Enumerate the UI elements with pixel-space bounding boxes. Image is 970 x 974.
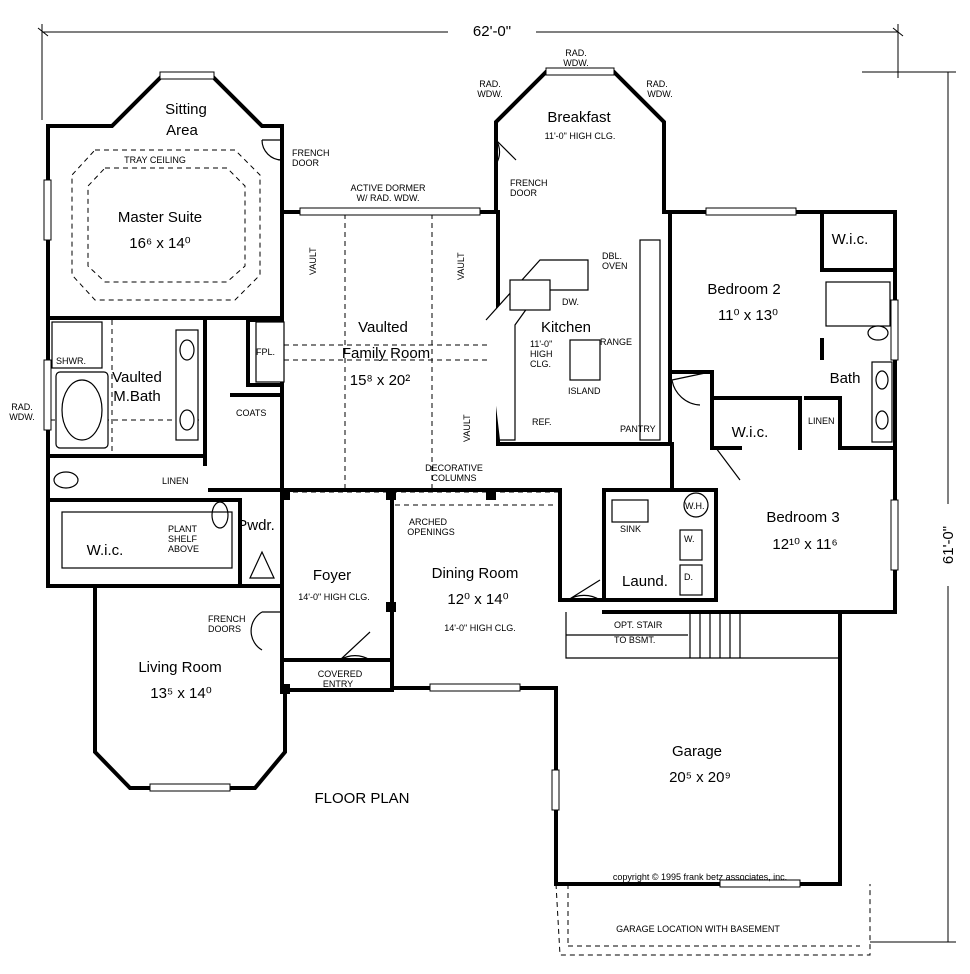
arched-openings-label-a: ARCHED [409, 517, 448, 527]
overall-width-label: 62'-0" [473, 23, 511, 40]
shower-label: SHWR. [56, 356, 86, 366]
fireplace-label: FPL. [256, 347, 275, 357]
family-room-dims: 15⁸ x 20² [350, 372, 411, 389]
island-label: ISLAND [568, 386, 601, 396]
breakfast-name: Breakfast [547, 109, 611, 126]
decorative-columns-label-b: COLUMNS [431, 473, 476, 483]
stair-label-a: OPT. STAIR [614, 620, 663, 630]
kitchen-note-1: 11'-0" [530, 339, 552, 349]
french-doors-label-b: DOORS [208, 624, 241, 634]
dining-room-dims: 12⁰ x 14⁰ [447, 591, 508, 608]
french-door-label-2b: DOOR [510, 188, 538, 198]
dormer-label-a: ACTIVE DORMER [350, 183, 426, 193]
doors [250, 139, 741, 661]
bath-name: Bath [830, 370, 861, 387]
overall-depth-label: 61'-0" [940, 526, 957, 564]
rad-wdw-left-b: WDW. [477, 89, 503, 99]
room-labels: Sitting Area TRAY CEILING Master Suite 1… [87, 101, 869, 934]
columns [280, 490, 496, 694]
garage-name: Garage [672, 743, 722, 760]
plant-shelf-label-c: ABOVE [168, 544, 199, 554]
sitting-area-name-2: Area [166, 122, 198, 139]
dryer-label: D. [684, 572, 693, 582]
foyer-note: 14'-0" HIGH CLG. [298, 592, 369, 602]
dishwasher-label: DW. [562, 297, 579, 307]
vault-label-1: VAULT [308, 247, 318, 275]
kitchen-note-2: HIGH [530, 349, 553, 359]
covered-entry-label-a: COVERED [318, 669, 363, 679]
stair-label-b: TO BSMT. [614, 635, 655, 645]
rad-wdw-right-b: WDW. [647, 89, 673, 99]
pantry-label: PANTRY [620, 424, 656, 434]
ceiling-and-detail-lines [50, 149, 871, 956]
rad-wdw-left-a: RAD. [479, 79, 501, 89]
foyer-name: Foyer [313, 567, 351, 584]
bedroom-2-name: Bedroom 2 [707, 281, 780, 298]
coats-label: COATS [236, 408, 266, 418]
washer-label: W. [684, 534, 695, 544]
water-heater-label: W.H. [685, 501, 705, 511]
refrigerator-label: REF. [532, 417, 552, 427]
master-suite-dims: 16⁶ x 14⁰ [129, 235, 190, 252]
fixtures [51, 239, 893, 596]
dining-room-note: 14'-0" HIGH CLG. [444, 623, 515, 633]
bedroom-3-name: Bedroom 3 [766, 509, 839, 526]
master-bath-name-1: Vaulted [112, 369, 162, 386]
french-door-label-1b: DOOR [292, 158, 320, 168]
plant-shelf-label-a: PLANT [168, 524, 198, 534]
rad-wdw-top-a: RAD. [565, 48, 587, 58]
linen-label-2: LINEN [808, 416, 835, 426]
plant-shelf-label-b: SHELF [168, 534, 198, 544]
linen-label-1: LINEN [162, 476, 189, 486]
bedroom-3-dims: 12¹⁰ x 11⁶ [772, 536, 837, 553]
french-door-label-1a: FRENCH [292, 148, 330, 158]
floor-plan-title: FLOOR PLAN [314, 790, 409, 807]
rad-wdw-top-b: WDW. [563, 58, 589, 68]
vault-label-2: VAULT [456, 252, 466, 280]
sitting-area-name-1: Sitting [165, 101, 207, 118]
master-suite-name: Master Suite [118, 209, 202, 226]
dimension-lines: 62'-0" 61'-0" [37, 20, 958, 943]
bedroom-2-wic-name: W.i.c. [832, 231, 869, 248]
laundry-name: Laund. [622, 573, 668, 590]
arched-openings-label-b: OPENINGS [407, 527, 455, 537]
range-label: RANGE [600, 337, 632, 347]
living-room-name: Living Room [138, 659, 221, 676]
garage-dims: 20⁵ x 20⁹ [669, 769, 731, 786]
tray-ceiling-note: TRAY CEILING [124, 155, 186, 165]
kitchen-name: Kitchen [541, 319, 591, 336]
master-wic-name: W.i.c. [87, 542, 124, 559]
rad-wdw-bath-b: WDW. [9, 412, 35, 422]
vault-label-3: VAULT [462, 414, 472, 442]
decorative-columns-label-a: DECORATIVE [425, 463, 483, 473]
dbl-oven-label-b: OVEN [602, 261, 628, 271]
interior-walls [46, 210, 897, 692]
kitchen-note-3: CLG. [530, 359, 551, 369]
rad-wdw-right-a: RAD. [646, 79, 668, 89]
bedroom-2-dims: 11⁰ x 13⁰ [718, 307, 778, 324]
windows [43, 67, 899, 888]
bedroom-3-wic-name: W.i.c. [732, 424, 769, 441]
family-room-name-1: Vaulted [358, 319, 408, 336]
master-bath-name-2: M.Bath [113, 388, 161, 405]
garage-note: GARAGE LOCATION WITH BASEMENT [616, 924, 780, 934]
annotation-labels: FRENCH DOOR FRENCH DOOR FRENCH DOORS ACT… [9, 48, 834, 689]
french-doors-label-a: FRENCH [208, 614, 246, 624]
breakfast-note: 11'-0" HIGH CLG. [545, 131, 616, 141]
family-room-name-2: Family Room [342, 345, 430, 362]
rad-wdw-bath-a: RAD. [11, 402, 33, 412]
covered-entry-label-b: ENTRY [323, 679, 353, 689]
french-door-label-2a: FRENCH [510, 178, 548, 188]
powder-room-name: Pwdr. [237, 517, 275, 534]
copyright-text: copyright © 1995 frank betz associates, … [613, 872, 787, 882]
dining-room-name: Dining Room [432, 565, 519, 582]
dbl-oven-label-a: DBL. [602, 251, 622, 261]
dormer-label-b: W/ RAD. WDW. [357, 193, 420, 203]
sink-label: SINK [620, 524, 641, 534]
living-room-dims: 13⁵ x 14⁰ [150, 685, 211, 702]
